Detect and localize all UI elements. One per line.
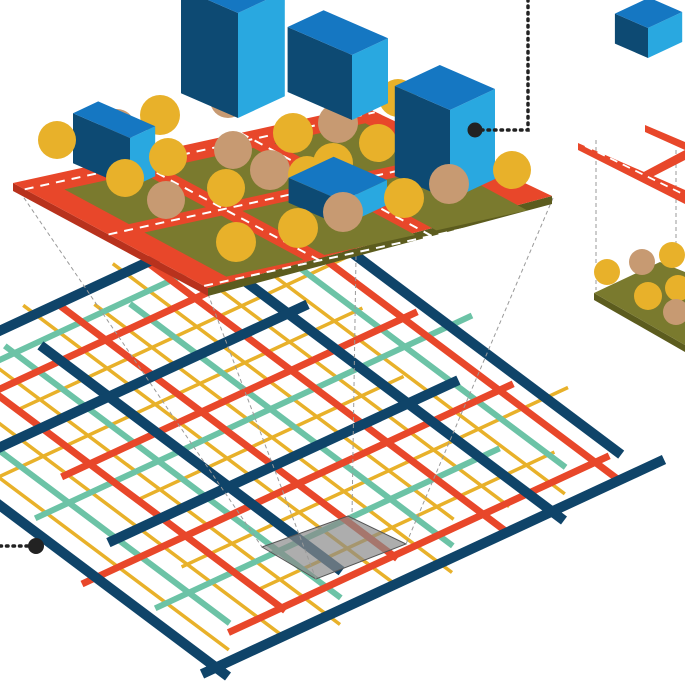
leader-dot-icon [467, 122, 483, 138]
tree-yellow-icon [38, 121, 76, 159]
right-road-segment [578, 143, 685, 204]
projection-line [351, 255, 357, 517]
grid-street-red [271, 218, 623, 485]
tree-yellow-icon [149, 138, 187, 176]
projection-line [19, 191, 263, 548]
right-road-segment [638, 150, 685, 179]
grid-street-yellow [111, 262, 455, 521]
grid-street-red [80, 380, 515, 588]
tall-building-roof [208, 0, 266, 13]
tree-yellow-icon [634, 282, 662, 310]
ground-lot [274, 123, 430, 178]
grid-street-yellow [14, 241, 377, 413]
lane-marking [584, 145, 685, 196]
mid-building-roof [287, 10, 388, 55]
grid-street-red [226, 452, 611, 636]
grid-street-red [60, 308, 419, 481]
right-small-building-roof [614, 0, 683, 28]
grid-street-yellow [0, 421, 286, 639]
mid-building-right-face [352, 38, 388, 121]
tree-yellow-icon [594, 259, 620, 285]
projection-lines [19, 140, 677, 580]
tree-yellow-icon [106, 159, 144, 197]
leader-dot-icon [28, 538, 44, 554]
projection-line [207, 293, 317, 580]
platform-left-side [13, 183, 208, 296]
lane-marking [108, 156, 459, 236]
grid-street-yellow [0, 476, 230, 652]
tree-tan-icon [629, 249, 655, 275]
grid-street-teal [128, 301, 455, 549]
tall-building-right-roof [394, 65, 495, 110]
tree-tan-icon [323, 192, 363, 232]
low-building-left-roof [73, 101, 156, 138]
grid-street-navy [106, 375, 461, 548]
zoomed-city-block [13, 0, 555, 296]
leader-line-top [473, 0, 530, 132]
selected-grid-cell [260, 515, 408, 580]
tree-tan-icon [663, 299, 685, 325]
selected-grid-cell-fill [262, 516, 406, 579]
right-platform-side [594, 293, 685, 352]
city-grid-map [0, 216, 667, 681]
tree-yellow-icon [278, 208, 318, 248]
grid-street-yellow [0, 367, 342, 626]
tree-tan-icon [429, 164, 469, 204]
grid-street-navy [0, 499, 231, 681]
tree-yellow-icon [359, 124, 397, 162]
tree-tan-icon [214, 131, 252, 169]
mid-building-left-face [287, 27, 352, 120]
grid-street-navy [37, 341, 345, 576]
right-small-building-right-face [648, 12, 683, 58]
tree-yellow-icon [207, 169, 245, 207]
tree-yellow-icon [493, 151, 531, 189]
grid-street-navy [306, 216, 625, 459]
tree-yellow-icon [665, 275, 685, 301]
leader-lines [0, 0, 530, 554]
grid-street-teal [0, 447, 232, 626]
partial-city-block-right [578, 0, 685, 352]
grid-street-navy [199, 454, 667, 679]
grid-street-red [146, 260, 511, 537]
tall-building-right-face [238, 0, 285, 118]
right-small-building-left-face [614, 13, 648, 59]
tree-yellow-icon [216, 222, 256, 262]
tree-yellow-icon [384, 178, 424, 218]
lane-marking [203, 207, 555, 287]
grid-street-teal [33, 312, 474, 522]
tree-yellow-icon [659, 242, 685, 268]
right-road-segment [645, 125, 685, 150]
grid-street-red [56, 301, 400, 562]
grid-street-navy [0, 299, 310, 453]
tree-tan-icon [250, 150, 290, 190]
tree-yellow-icon [273, 113, 313, 153]
ground-lot [162, 147, 318, 203]
lane-marking [24, 111, 375, 191]
grid-street-red [0, 392, 288, 614]
tall-building-left-face [181, 0, 238, 118]
grid-street-navy [216, 258, 567, 525]
low-building-center-roof [288, 156, 387, 201]
tree-tan-icon [147, 181, 185, 219]
selected-grid-cell-outline [260, 515, 408, 580]
